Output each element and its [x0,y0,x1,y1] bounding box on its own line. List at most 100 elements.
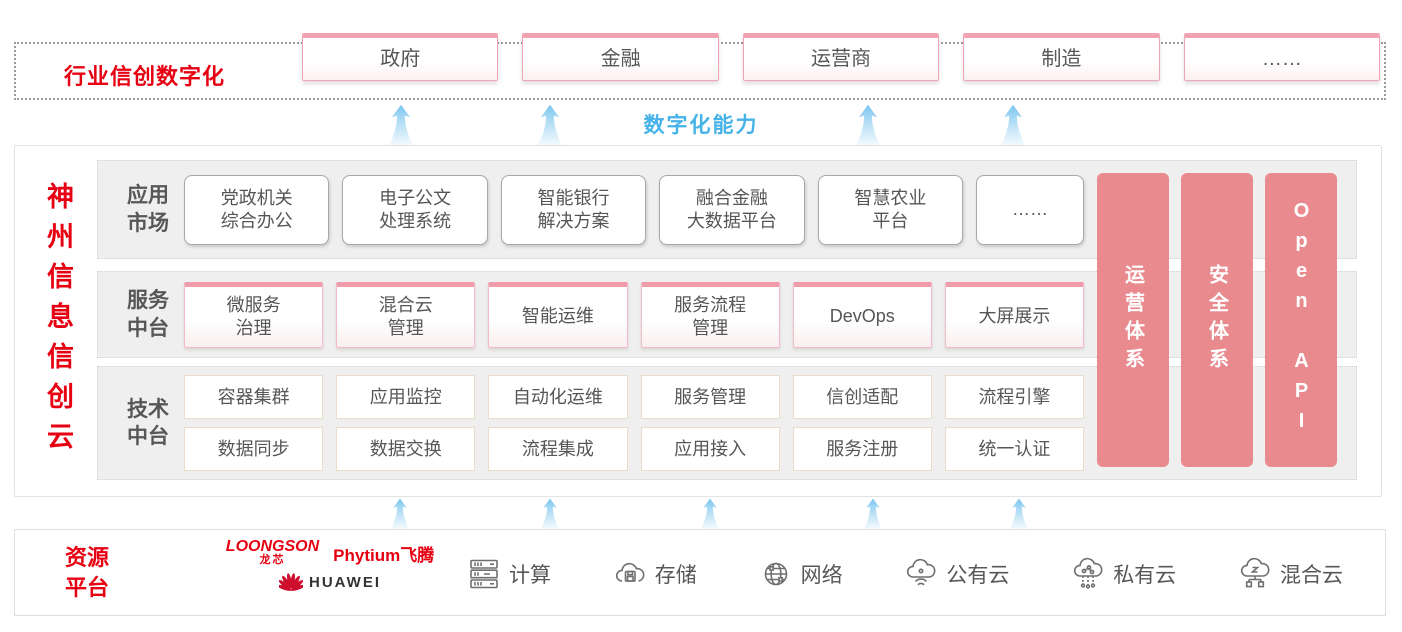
tech-platform-label: 技术 中台 [127,397,169,448]
resource-item-storage: 存储 [613,557,697,591]
resource-item-label: 私有云 [1113,563,1177,587]
service-box-intelligent-ops: 智能运维 [488,281,628,348]
industry-box-government: 政府 [302,33,499,81]
tech-box-label: 信创适配 [826,386,899,407]
service-box-microservice-governance: 微服务 治理 [184,281,324,348]
loongson-wordmark: LOONGSON [225,538,320,555]
app-market-label: 应用 市场 [127,184,169,235]
tech-box-label: 流程集成 [521,438,594,459]
tech-box-label: 应用监控 [369,386,442,407]
resource-platform-label: 资源 平台 [65,545,110,600]
up-arrow-icon [538,104,562,146]
huawei-wordmark: HUAWEI [309,573,381,591]
resource-item-compute: 计算 [467,557,551,591]
tech-box-label: 自动化运维 [512,386,603,407]
pillar-open-api: Open API [1265,173,1337,467]
tech-platform-boxes: 容器集群 应用监控 自动化运维 服务管理 信创适配 流程引擎 数据同步 数据交换… [184,375,1085,471]
hybrid-cloud-icon [1240,557,1270,587]
storage-icon [615,562,645,582]
private-cloud-icon [1074,557,1103,589]
tech-box-process-integration: 流程集成 [488,427,628,471]
service-box-hybrid-cloud-mgmt: 混合云 管理 [336,281,476,348]
app-box-label: 融合金融 大数据平台 [686,188,777,231]
capability-label: 数字化能力 [643,114,759,137]
vendor-logos: LOONGSON 龙芯 Phytium飞腾 [205,539,455,593]
tech-box-label: 数据同步 [217,438,290,459]
tech-box-service-registry: 服务注册 [792,427,932,471]
tech-box-data-exchange: 数据交换 [336,427,476,471]
up-arrow-icon [856,104,880,146]
industry-box-more: …… [1183,33,1381,81]
app-box-label: 智慧农业 平台 [854,188,927,231]
resource-item-label: 存储 [654,563,697,587]
platform-panel: 神州信息信创云 应用 市场 党政机关 综合办公 电子公文 处理系统 智能银行 解… [14,145,1382,497]
tech-box-process-engine: 流程引擎 [944,375,1085,419]
resource-item-network: 网络 [759,557,843,591]
service-box-devops: DevOps [792,281,932,348]
pillar-security-system: 安全体系 [1181,173,1253,467]
tech-box-service-mgmt: 服务管理 [640,375,780,419]
service-box-label: DevOps [829,306,895,327]
up-arrow-icon [541,498,559,529]
industry-label: 政府 [380,47,421,70]
tech-box-label: 数据交换 [369,438,442,459]
capability-strip: 数字化能力 [0,102,1402,146]
app-market-boxes: 党政机关 综合办公 电子公文 处理系统 智能银行 解决方案 融合金融 大数据平台… [184,174,1085,245]
service-box-label: 大屏展示 [978,306,1051,327]
huawei-flower-icon [279,573,303,591]
service-platform-boxes: 微服务 治理 混合云 管理 智能运维 服务流程 管理 DevOps 大屏展示 [184,281,1085,348]
tech-box-automated-ops: 自动化运维 [488,375,628,419]
up-arrow-icon [701,498,719,529]
app-box-smart-banking: 智能银行 解决方案 [500,174,647,245]
tech-box-container-cluster: 容器集群 [184,375,324,419]
app-box-smart-agriculture: 智慧农业 平台 [817,174,964,245]
public-cloud-icon [907,558,936,585]
resource-item-private-cloud: 私有云 [1071,557,1176,591]
resource-item-label: 网络 [800,563,843,587]
tech-box-label: 服务管理 [674,386,747,407]
tech-box-label: 统一认证 [978,438,1051,459]
app-box-party-gov-office: 党政机关 综合办公 [184,174,330,245]
network-icon [764,562,787,585]
industry-box-manufacturing: 制造 [963,33,1160,81]
tech-box-data-sync: 数据同步 [184,427,324,471]
service-box-service-process-mgmt: 服务流程 管理 [640,281,780,348]
app-box-more: …… [976,174,1085,245]
industry-digitalization-label: 行业信创数字化 [64,64,226,89]
pillar-operation-system: 运营体系 [1097,173,1169,467]
loongson-cn-label: 龙芯 [259,554,286,566]
tech-row-1: 容器集群 应用监控 自动化运维 服务管理 信创适配 流程引擎 [184,375,1085,419]
service-box-label: 微服务 治理 [226,295,281,338]
up-arrow-icon [1001,104,1025,146]
tech-box-label: 服务注册 [826,438,899,459]
industry-label: …… [1261,47,1302,70]
industry-boxes: 政府 金融 运营商 制造 …… [302,33,1381,81]
phytium-logo: Phytium飞腾 [333,546,435,565]
app-box-label: 党政机关 综合办公 [220,188,293,231]
industry-box-telecom: 运营商 [742,33,940,81]
resource-item-public-cloud: 公有云 [904,557,1009,591]
app-box-label: 电子公文 处理系统 [379,188,452,231]
service-box-label: 混合云 管理 [378,295,433,338]
up-arrow-icon [864,498,882,529]
loongson-logo: LOONGSON 龙芯 [226,539,319,566]
resource-item-label: 公有云 [946,563,1010,587]
huawei-logo: HUAWEI [205,571,455,593]
industry-label: 金融 [600,47,641,70]
platform-title: 神州信息信创云 [43,182,73,462]
tech-box-label: 容器集群 [217,386,290,407]
service-box-dashboard-display: 大屏展示 [944,281,1085,348]
service-platform-label: 服务 中台 [127,289,169,340]
app-box-label: 智能银行 解决方案 [537,188,610,231]
app-box-finance-bigdata: 融合金融 大数据平台 [659,174,805,245]
industry-digitalization-panel: 行业信创数字化 政府 金融 运营商 制造 …… [14,33,1386,100]
up-arrow-icon [389,104,413,146]
resource-item-label: 计算 [509,563,551,587]
resource-item-label: 混合云 [1279,563,1343,587]
tech-box-label: 应用接入 [674,438,747,459]
resource-items: 计算 存储 网络 [467,530,1343,617]
resource-item-hybrid-cloud: 混合云 [1238,557,1343,591]
up-arrow-icon [391,498,409,529]
tech-box-app-access: 应用接入 [640,427,780,471]
